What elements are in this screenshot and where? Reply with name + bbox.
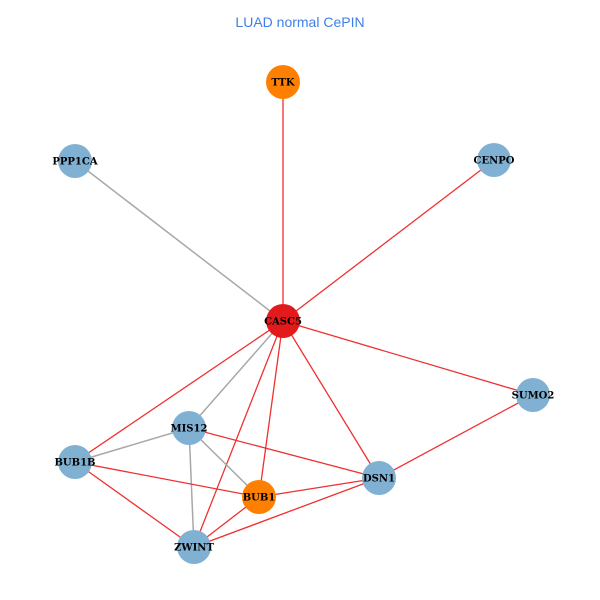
node-circle xyxy=(266,65,300,99)
edge-zwint-dsn1 xyxy=(193,477,380,548)
node-circle xyxy=(172,411,206,445)
node-circle xyxy=(266,304,300,338)
node-mis12[interactable]: MIS12 xyxy=(171,411,208,445)
diagram-title: LUAD normal CePIN xyxy=(235,14,365,30)
edge-bub1b-bub1 xyxy=(74,461,260,498)
node-zwint[interactable]: ZWINT xyxy=(174,530,214,564)
node-bub1[interactable]: BUB1 xyxy=(242,480,276,514)
edge-bub1b-zwint xyxy=(74,461,195,548)
node-label: TTK xyxy=(271,78,295,89)
edge-casc5-bub1 xyxy=(258,320,284,498)
edge-mis12-dsn1 xyxy=(188,427,380,479)
edge-casc5-bub1b xyxy=(74,320,284,463)
node-circle xyxy=(516,378,550,412)
edge-casc5-zwint xyxy=(193,320,284,548)
node-label: PPP1CA xyxy=(52,157,97,168)
edge-mis12-bub1b xyxy=(74,427,190,463)
node-label: CENPO xyxy=(474,156,515,167)
node-label: DSN1 xyxy=(363,474,395,485)
node-circle xyxy=(58,445,92,479)
node-cenpo[interactable]: CENPO xyxy=(474,143,515,177)
node-label: BUB1B xyxy=(54,458,95,469)
node-label: BUB1 xyxy=(243,493,276,504)
node-label: MIS12 xyxy=(171,424,208,435)
node-bub1b[interactable]: BUB1B xyxy=(54,445,96,479)
node-label: ZWINT xyxy=(174,543,214,554)
node-circle xyxy=(177,530,211,564)
node-label: CASC5 xyxy=(264,317,302,328)
node-label: SUMO2 xyxy=(512,391,555,402)
node-casc5[interactable]: CASC5 xyxy=(264,304,302,338)
node-circle xyxy=(477,143,511,177)
edge-casc5-sumo2 xyxy=(282,320,534,396)
node-circle xyxy=(362,461,396,495)
node-circle xyxy=(58,144,92,178)
edge-mis12-zwint xyxy=(188,427,195,548)
node-dsn1[interactable]: DSN1 xyxy=(362,461,396,495)
edge-casc5-mis12 xyxy=(188,320,284,429)
edge-cenpo-casc5 xyxy=(282,159,495,322)
edge-ppp1ca-casc5 xyxy=(74,160,284,322)
node-ppp1ca[interactable]: PPP1CA xyxy=(52,144,98,178)
node-ttk[interactable]: TTK xyxy=(266,65,300,99)
edge-sumo2-dsn1 xyxy=(378,394,534,479)
edge-bub1-dsn1 xyxy=(258,477,380,498)
node-sumo2[interactable]: SUMO2 xyxy=(512,378,555,412)
node-circle xyxy=(242,480,276,514)
edge-casc5-dsn1 xyxy=(282,320,380,479)
